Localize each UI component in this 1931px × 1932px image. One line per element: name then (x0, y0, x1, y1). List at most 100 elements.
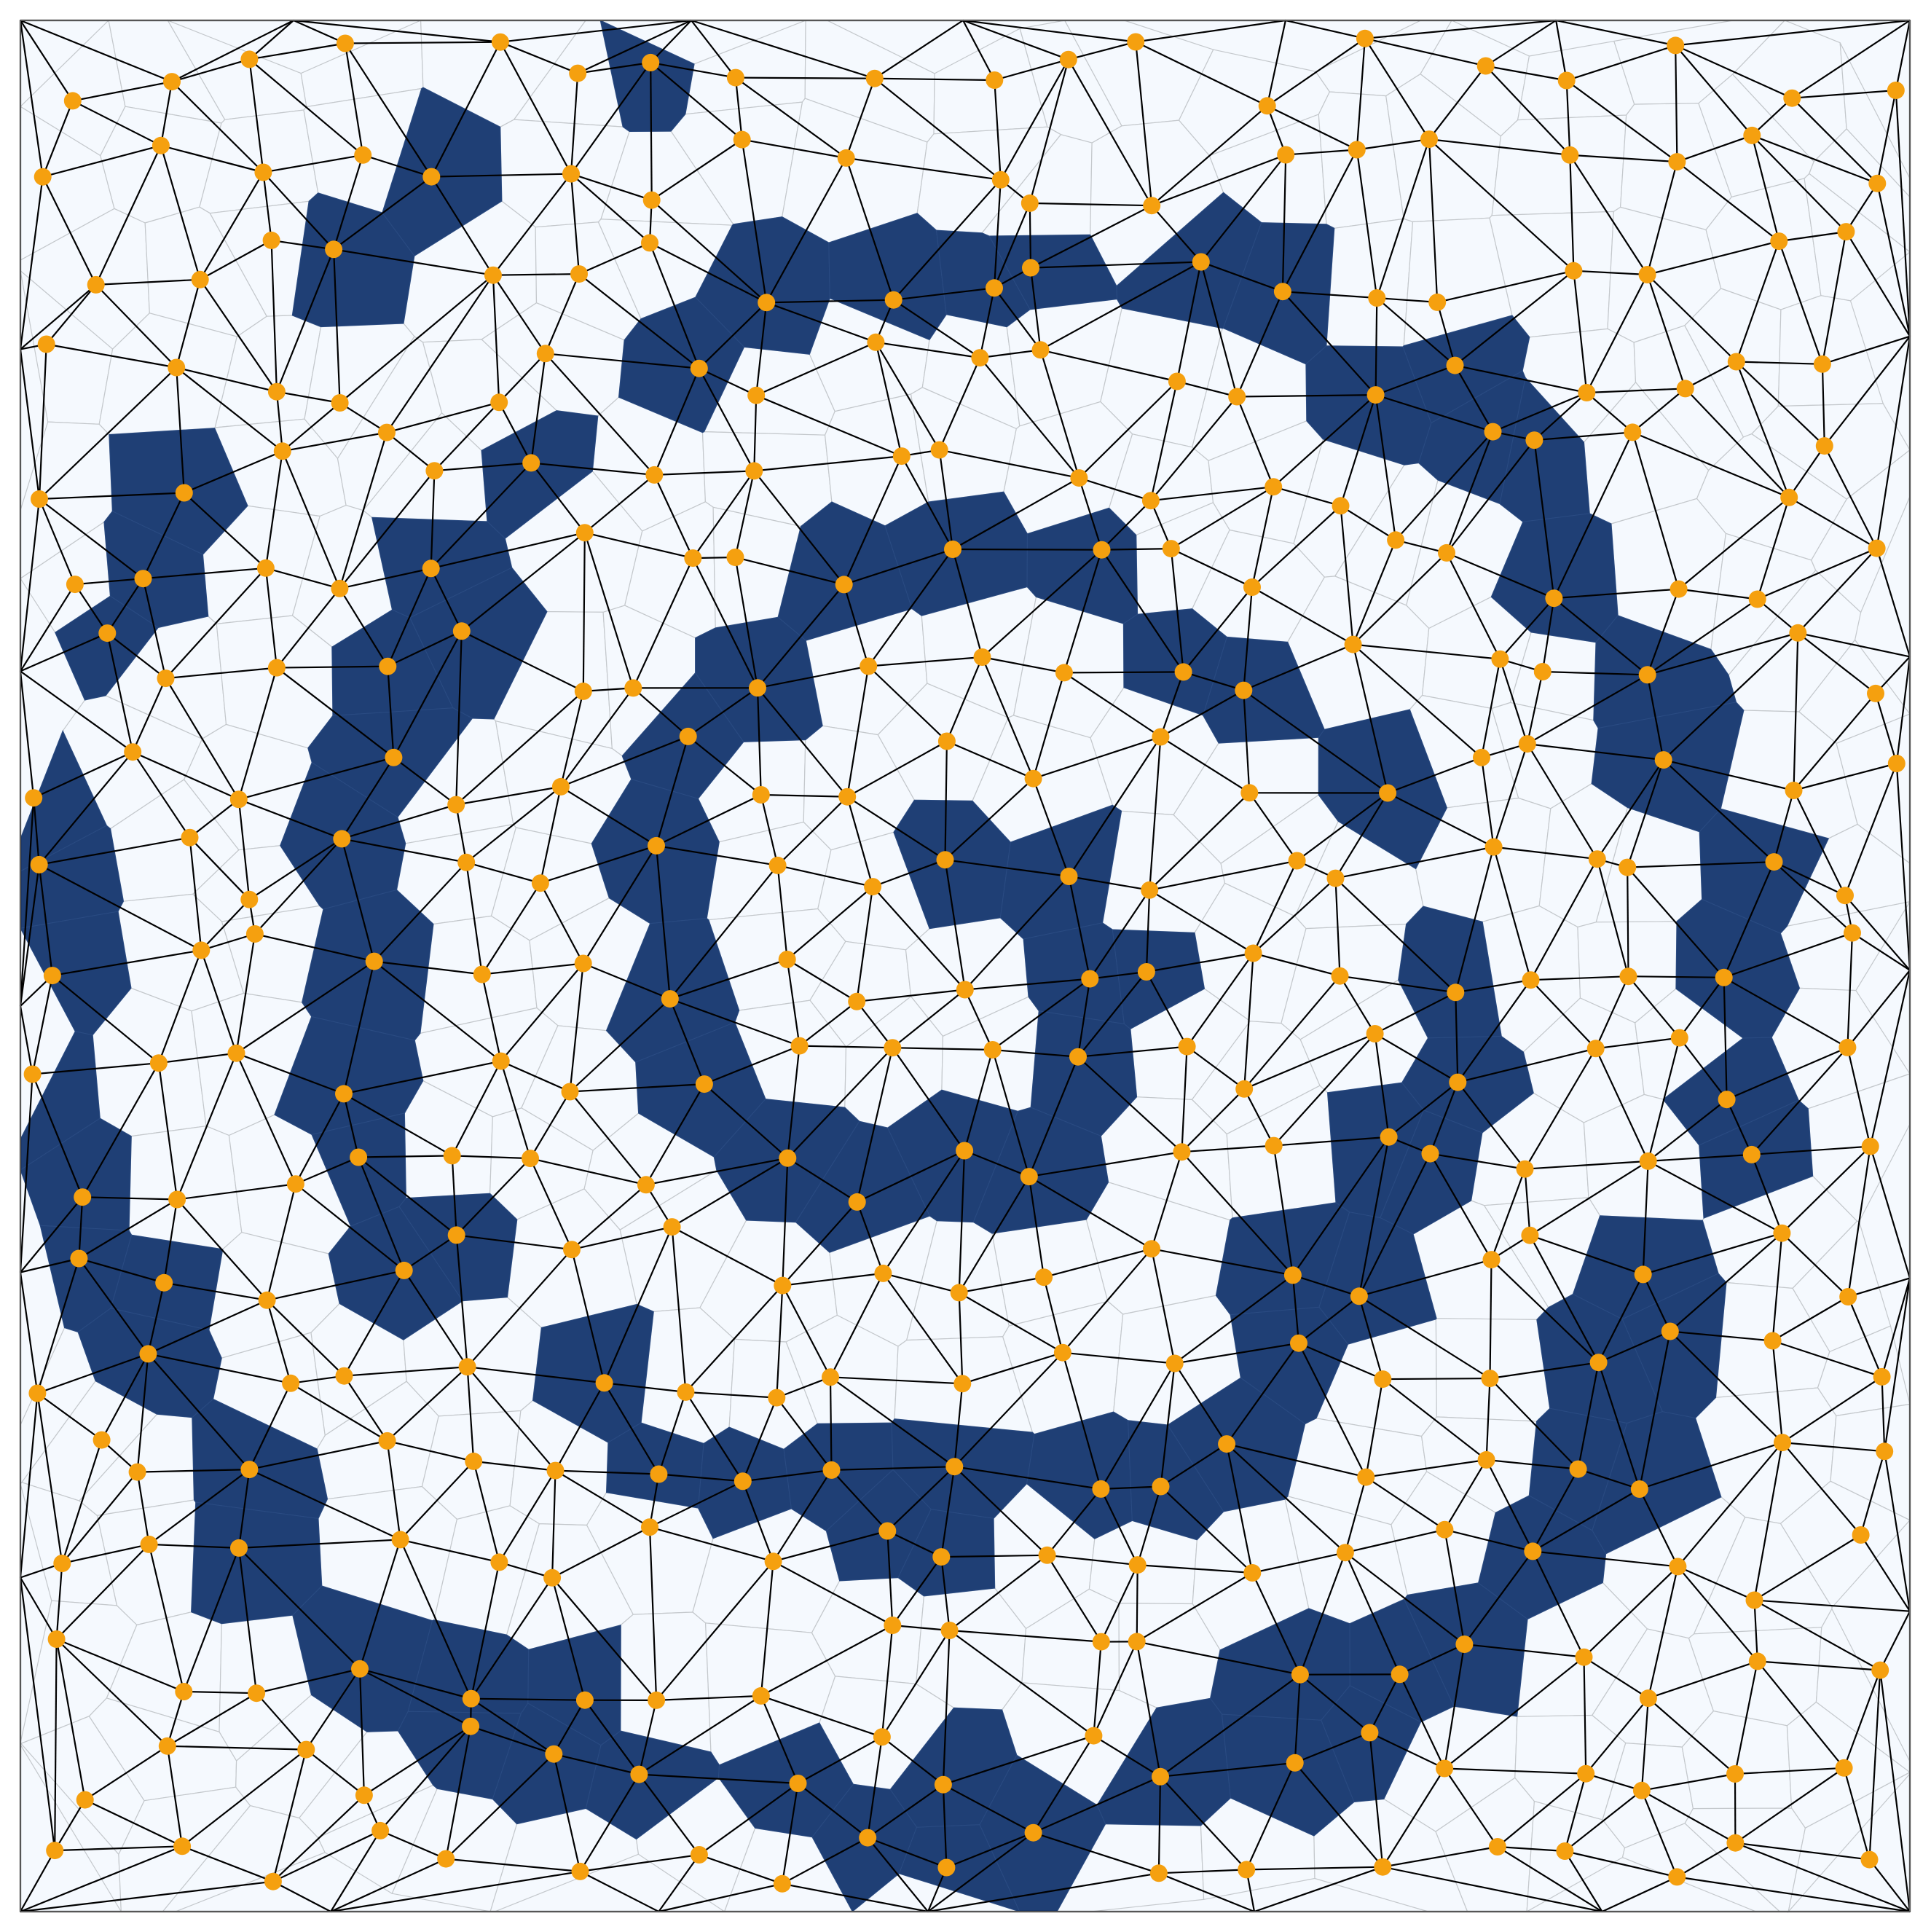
triangulation-edge (452, 1155, 531, 1160)
triangulation-edge (276, 667, 395, 758)
triangulation-edge (1648, 1160, 1782, 1234)
node (956, 981, 974, 999)
triangulation-edge (938, 449, 954, 550)
triangulation-edge (160, 144, 264, 173)
triangulation-edge (1750, 1154, 1783, 1234)
node (1436, 1520, 1454, 1539)
triangulation-edge (1648, 1153, 1752, 1162)
triangulation-edge (1485, 20, 1557, 67)
triangulation-edge (52, 949, 202, 977)
triangulation-edge (305, 1748, 365, 1796)
triangulation-edge (584, 532, 693, 559)
node (1619, 858, 1637, 876)
node (422, 168, 441, 186)
triangulation-edge (741, 139, 768, 303)
triangulation-edge (1753, 1600, 1758, 1662)
triangulation-edge (106, 578, 144, 634)
triangulation-edge (1565, 1850, 1678, 1878)
triangulation-edge (55, 1563, 63, 1640)
triangulation-edge (74, 584, 109, 634)
node (1374, 1370, 1392, 1389)
triangulation-edge (1077, 971, 1147, 1058)
triangulation-edge (498, 1470, 557, 1563)
triangulation-edge (387, 666, 395, 758)
triangulation-edge (638, 1773, 700, 1856)
triangulation-edge (249, 1440, 388, 1471)
triangulation-edge (1884, 1278, 1911, 1452)
triangulation-edge (359, 1668, 471, 1727)
triangulation-edge (339, 568, 431, 589)
node (1331, 967, 1349, 985)
triangulation-edge (1791, 97, 1879, 184)
triangulation-edge (1352, 644, 1389, 793)
triangulation-edge (167, 1692, 257, 1747)
triangulation-edge (1639, 1442, 1783, 1491)
triangulation-edge (530, 1091, 571, 1159)
node (1815, 437, 1833, 455)
node (1638, 266, 1656, 283)
triangulation-edge (374, 960, 482, 975)
triangulation-edge (1273, 486, 1341, 507)
node (1670, 580, 1688, 598)
node (1476, 57, 1495, 75)
triangulation-edge (964, 1049, 994, 1151)
triangulation-edge (658, 1882, 783, 1913)
triangulation-edge (184, 450, 283, 494)
triangulation-edge (886, 1531, 894, 1626)
triangulation-edge (962, 19, 1069, 60)
triangulation-edge (262, 172, 272, 241)
triangulation-edge (553, 1754, 581, 1872)
triangulation-edge (1793, 632, 1799, 791)
triangulation-edge (1566, 79, 1678, 162)
triangulation-edge (19, 1005, 34, 1075)
node (1868, 174, 1887, 192)
node (1332, 497, 1350, 515)
triangulation-edge (1365, 1378, 1384, 1477)
node (1630, 1480, 1648, 1498)
node (1070, 469, 1088, 487)
node (1491, 650, 1509, 668)
triangulation-edge (1596, 858, 1629, 977)
node (1165, 1354, 1184, 1373)
node (240, 890, 259, 908)
triangulation-edge (492, 173, 572, 276)
triangulation-edge (1646, 675, 1664, 761)
triangulation-edge (1577, 1362, 1600, 1469)
triangulation-edge (1638, 1488, 1679, 1567)
triangulation-edge (1093, 1641, 1138, 1737)
triangulation-edge (1176, 380, 1238, 398)
triangulation-edge (263, 154, 363, 173)
node (624, 679, 642, 697)
triangulation-edge (1369, 1732, 1445, 1770)
node (1861, 1137, 1879, 1155)
node (1525, 431, 1543, 449)
triangulation-edge (1675, 44, 1793, 99)
triangulation-edge (343, 1093, 453, 1157)
triangulation-edge (1751, 135, 1780, 242)
triangulation-edge (148, 1353, 291, 1384)
triangulation-edge (874, 77, 995, 82)
triangulation-edge (254, 932, 374, 962)
triangulation-edge (649, 1480, 744, 1528)
triangulation-edge (1063, 549, 1103, 673)
triangulation-edge (434, 462, 532, 472)
triangulation-edge (1340, 506, 1354, 645)
node (168, 358, 186, 377)
node (30, 855, 48, 873)
triangulation-edge (1646, 589, 1680, 675)
triangulation-edge (1345, 1552, 1466, 1645)
node (569, 64, 587, 82)
node (726, 68, 744, 87)
triangulation-edge (19, 1577, 56, 1851)
triangulation-edge (867, 1837, 947, 1869)
node (158, 1737, 176, 1755)
triangulation-edge (569, 1091, 647, 1185)
triangulation-edge (400, 1539, 500, 1563)
triangulation-edge (691, 20, 736, 79)
triangulation-edge (658, 1473, 743, 1483)
triangulation-edge (994, 79, 1002, 180)
triangulation-edge (868, 665, 948, 742)
triangulation-edge (757, 687, 849, 798)
triangulation-edge (1798, 632, 1911, 658)
triangulation-edge (1844, 895, 1911, 971)
